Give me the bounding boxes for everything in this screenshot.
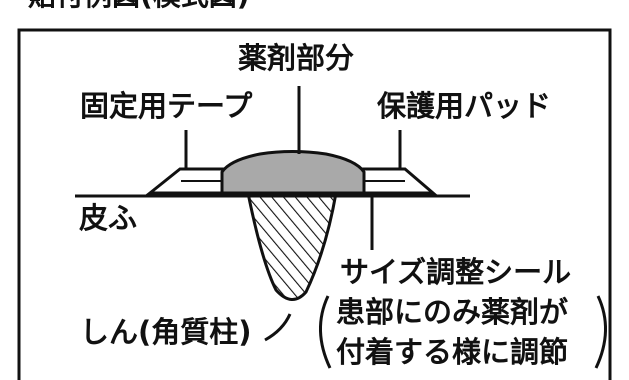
note-bracket-right [594, 295, 608, 369]
label-corn: しん(角質柱) [80, 315, 252, 349]
figure-caption: 貼付例図(模式図) [28, 0, 250, 10]
note-bracket-left [318, 295, 332, 369]
label-fixing-tape: 固定用テープ [80, 89, 253, 123]
corn-pointer [264, 313, 292, 342]
label-note-line2: 付着する様に調節 [336, 335, 569, 369]
label-drug-part: 薬剤部分 [238, 41, 355, 75]
corn-core [246, 191, 338, 301]
label-size-seal: サイズ調整シール [340, 255, 572, 289]
drug-part-shape [220, 150, 366, 195]
label-note-line1: 患部にのみ薬剤が [336, 295, 569, 329]
label-protective-pad: 保護用パッド [377, 89, 552, 123]
diagram-frame [17, 28, 612, 380]
label-skin: 皮ふ [79, 201, 138, 235]
